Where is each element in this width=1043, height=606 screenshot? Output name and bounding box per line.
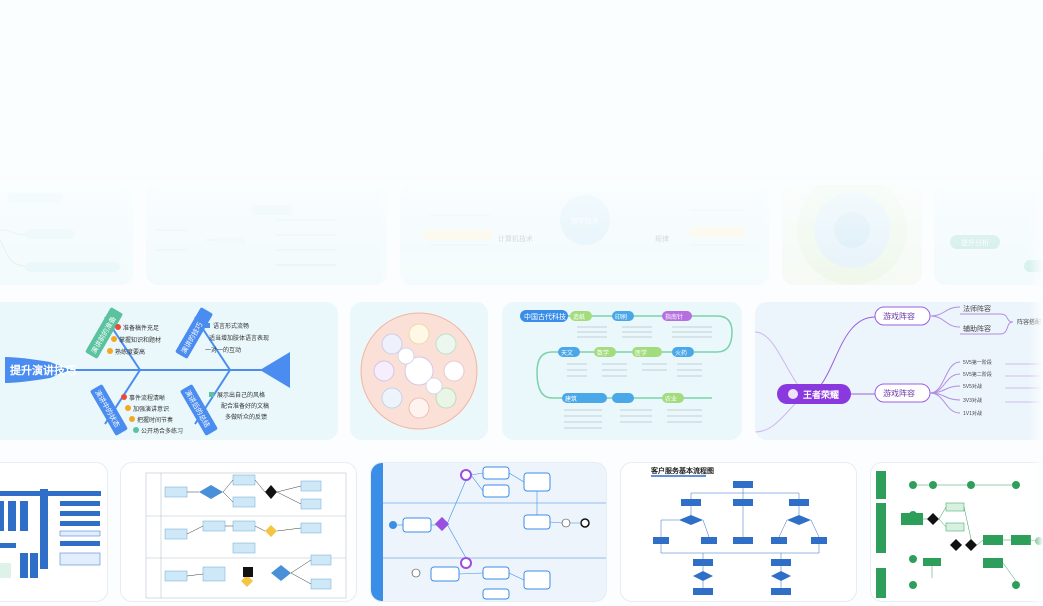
history-map-card[interactable]: 中国古代科技 造纸 印刷 指南针 天文 数学 医学 火药 建筑 农业 — [502, 302, 742, 440]
template-card-1[interactable] — [0, 185, 133, 285]
org-chart-card[interactable] — [0, 462, 108, 602]
map-label-tech: 计算机技术 — [498, 234, 533, 243]
analysis-label: 提升分析 — [961, 238, 989, 247]
honor-branch-2: 游戏阵容 — [883, 388, 915, 398]
fishbone-item: 配合准备好的文稿 — [221, 402, 269, 410]
template-card-5[interactable]: 提升分析 — [934, 185, 1043, 285]
fishbone-item: 适当增加肢体语言表现 — [209, 334, 269, 342]
fishbone-item: 熟练度要高 — [115, 348, 145, 356]
green-flow-card[interactable] — [870, 462, 1043, 602]
honor-sub: 辅助阵容 — [963, 324, 991, 333]
history-node: 农业 — [665, 395, 677, 403]
swimlane-flow-card[interactable] — [120, 462, 357, 602]
fishbone-title: 提升演讲技巧 — [10, 363, 76, 377]
honor-row: 3V3对战 — [963, 397, 982, 404]
history-node: 印刷 — [615, 313, 627, 321]
fishbone-item: 把握时间节奏 — [137, 416, 173, 424]
history-node: 造纸 — [573, 313, 585, 321]
fishbone-item: 语言形式流畅 — [213, 322, 249, 330]
honor-map-card[interactable]: 王者荣耀 游戏阵容 游戏阵容 法师阵容 辅助阵容 阵容搭配 5V5第一阶段 5V… — [755, 302, 1043, 440]
map-label-rule: 规律 — [655, 234, 669, 243]
customer-flow-card[interactable]: 客户服务基本流程图 — [620, 462, 857, 602]
customer-flow-title: 客户服务基本流程图 — [650, 466, 714, 475]
history-title: 中国古代科技 — [524, 312, 566, 321]
honor-row: 5V5第一阶段 — [963, 359, 992, 366]
template-card-3[interactable]: 数字技术 计算机技术 规律 — [400, 185, 769, 285]
template-card-4[interactable] — [782, 185, 922, 285]
fishbone-item: 一对一的互动 — [205, 346, 241, 354]
fishbone-item: 准备稿件充足 — [123, 324, 159, 332]
honor-row: 5V5对战 — [963, 383, 982, 390]
fishbone-item: 公开场合多练习 — [141, 427, 183, 435]
right-edge-fade — [1029, 180, 1043, 606]
fishbone-item: 展示出自己的风格 — [217, 391, 265, 399]
history-node: 火药 — [675, 349, 687, 357]
honor-center: 王者荣耀 — [803, 389, 839, 400]
honor-row: 1V1对战 — [963, 410, 982, 417]
history-node: 医学 — [635, 349, 647, 357]
history-node: 天文 — [561, 349, 573, 357]
bpmn-flow-card[interactable] — [370, 462, 607, 602]
history-node: 指南针 — [665, 313, 683, 321]
honor-sub: 法师阵容 — [963, 304, 991, 313]
honor-branch-1: 游戏阵容 — [883, 311, 915, 321]
history-node: 数学 — [597, 349, 609, 357]
fishbone-template-card[interactable]: 提升演讲技巧 演讲前的准备 演讲的技巧 演讲中的状态 演讲后的总结 — [0, 302, 338, 440]
honor-row: 5V5第二阶段 — [963, 371, 992, 378]
history-node: 建筑 — [565, 395, 577, 403]
svg-text:数字技术: 数字技术 — [571, 216, 599, 225]
bubble-template-card[interactable] — [350, 302, 488, 440]
fishbone-item: 多做听众的反馈 — [225, 413, 267, 421]
fishbone-item: 掌握知识和题材 — [119, 336, 161, 344]
fishbone-item: 加强演讲意识 — [133, 405, 169, 413]
fishbone-item: 事件流程清晰 — [129, 394, 165, 402]
top-blank-area — [0, 0, 1043, 180]
template-card-2[interactable] — [146, 185, 387, 285]
